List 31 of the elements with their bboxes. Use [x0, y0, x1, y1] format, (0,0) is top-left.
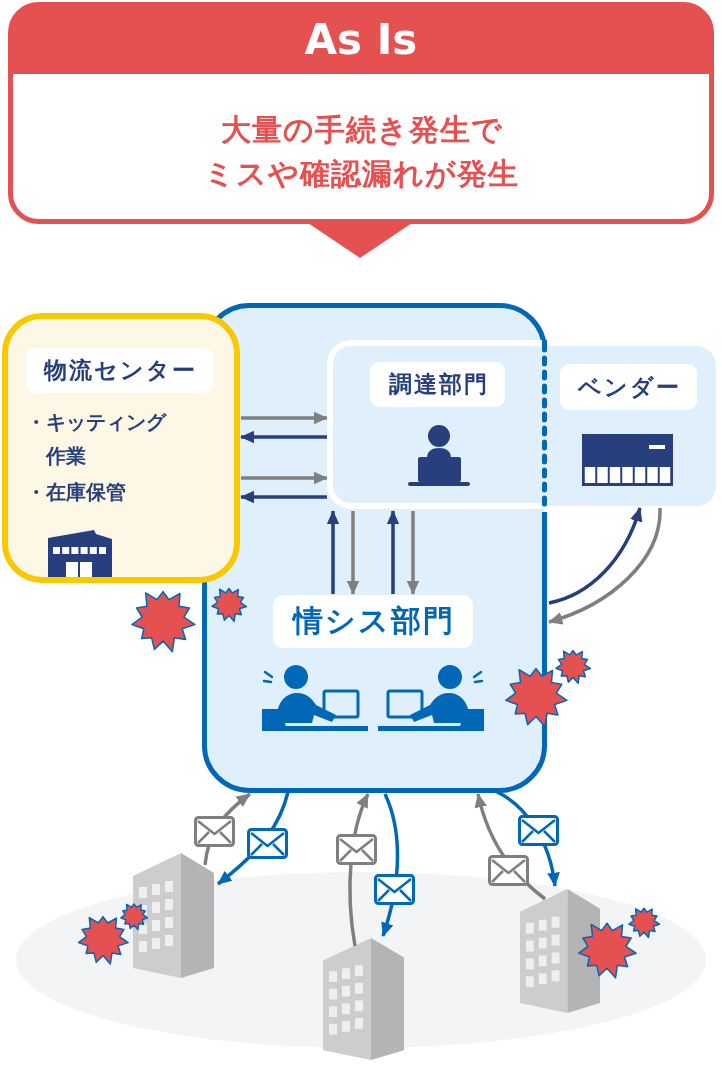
- arrow: [548, 507, 662, 624]
- arrow: [386, 510, 400, 594]
- arrow: [348, 793, 370, 947]
- arrow: [496, 790, 560, 887]
- office-building: [323, 938, 404, 1060]
- callout-box: [8, 2, 714, 258]
- arrow: [240, 490, 327, 504]
- department-label: 調達部門: [370, 362, 505, 407]
- office-building: [133, 853, 214, 978]
- arrow: [241, 411, 328, 425]
- arrow: [326, 510, 340, 594]
- bullet-item: ・在庫保管: [26, 479, 127, 506]
- arrow: [216, 791, 290, 886]
- rounded-frame: [202, 303, 547, 793]
- arrow: [241, 471, 328, 485]
- arrow: [406, 511, 420, 595]
- arrow: [380, 793, 400, 937]
- department-label: 情シス部門: [273, 595, 473, 648]
- department-panel: [327, 340, 542, 509]
- arrow: [240, 430, 327, 444]
- info-panel: [2, 313, 240, 583]
- callout-text: 大量の手続き発生でミスや確認漏れが発生: [203, 111, 519, 193]
- bullet-item: ・キッティング作業: [26, 409, 168, 470]
- callout-heading: As Is: [304, 15, 418, 65]
- panel-heading: 物流センター: [26, 348, 213, 393]
- arrow: [548, 507, 642, 605]
- arrow: [346, 511, 360, 595]
- arrow: [475, 793, 547, 901]
- office-building: [520, 889, 600, 1013]
- department-label: ベンダー: [560, 364, 697, 410]
- department-panel: [547, 346, 716, 506]
